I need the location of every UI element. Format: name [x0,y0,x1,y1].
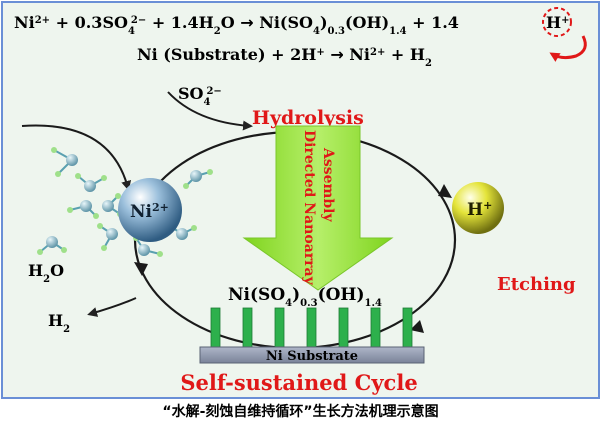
nanorod [306,307,317,349]
h-ion-sphere-icon [452,182,504,234]
cycle-title: Self-sustained Cycle [180,370,417,395]
h2-arrow [87,297,137,317]
ni-substrate-bar [199,346,425,364]
figure-caption: “水解-刻蚀自维持循环”生长方法机理示意图 [162,404,439,420]
arrow-text-line2: Assembly [320,147,336,222]
cycle-arrowhead-right [438,184,452,198]
highlight-circle-icon [542,7,587,62]
h2o-label: H2O [28,261,64,285]
equation-etching: Ni (Substrate) + 2H+ → Ni2+ + H2 [137,45,432,69]
nanorod [402,307,413,349]
h-ion-label: H+ [467,199,492,221]
water-molecules-icon [37,147,213,257]
inflow-arrow [21,124,132,191]
equation-hydrolysis: Ni2+ + 0.3SO42− + 1.4H2O → Ni(SO4)0.3(OH… [14,13,459,37]
cycle-arrowhead-bottom-right [410,320,424,333]
cycle-arrowhead-left [134,262,148,276]
nanorod [338,307,349,349]
ni-ion-label: Ni2+ [130,201,169,223]
ni-ion-sphere-icon [118,178,182,242]
hydrolysis-label: Hydrolysis [252,107,364,129]
nanorod [274,307,285,349]
so4-label: SO42− [178,84,222,108]
nanorod [210,307,221,349]
equation-h-ion: H+ [546,13,570,32]
h2-label: H2 [48,311,70,335]
nanorod [370,307,381,349]
etching-label: Etching [497,274,576,295]
nanorod [242,307,253,349]
ni-substrate-label: Ni Substrate [266,349,358,364]
so4-arrow [167,91,253,131]
directed-assembly-arrow-icon: Directed Nanoarray Assembly [242,125,394,291]
arrow-text-line1: Directed Nanoarray [301,130,317,286]
product-formula: Ni(SO4)0.3(OH)1.4 [228,285,382,309]
